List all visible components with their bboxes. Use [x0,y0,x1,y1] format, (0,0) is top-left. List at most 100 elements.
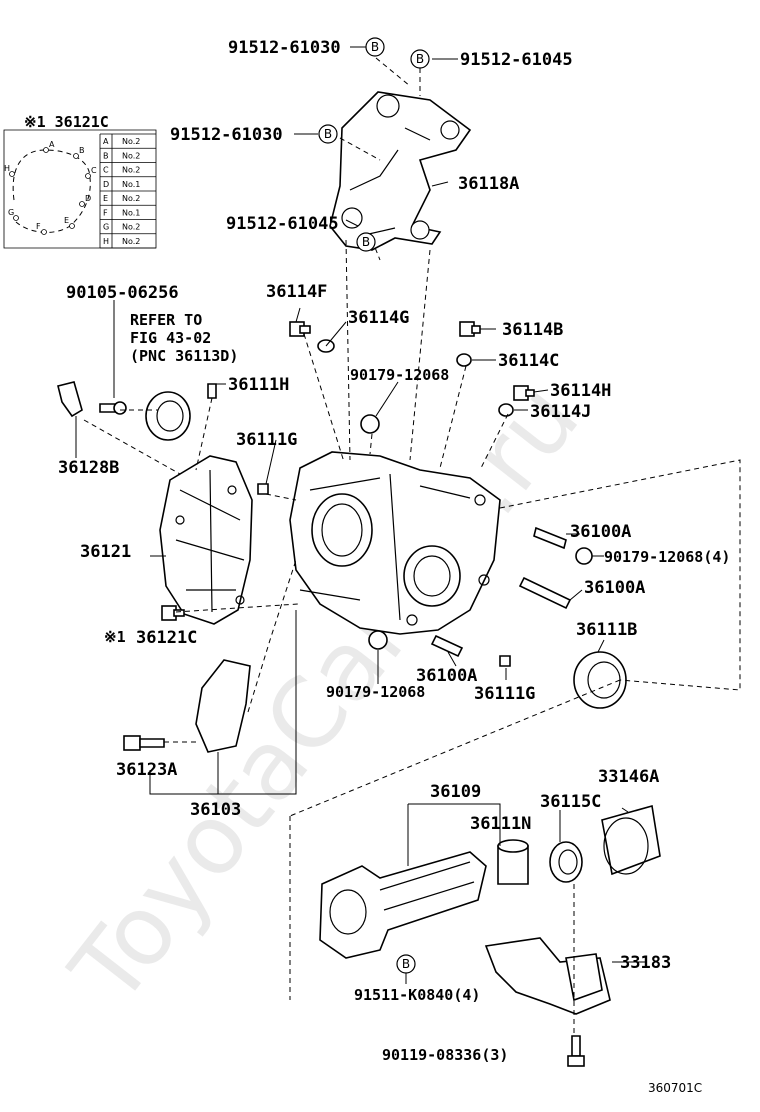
inset-table-value: No.2 [122,166,140,175]
inset-table-value: No.2 [122,137,140,146]
label-36121C: 36121C [136,628,197,648]
label-91512-61045-top: 91512-61045 [460,50,573,70]
label-36115C: 36115C [540,792,601,812]
label-91512-61030-top: 91512-61030 [228,38,341,58]
inset-table-key: F [103,208,108,217]
stud-36100A-2 [518,576,572,610]
label-refer-line3: (PNC 36113D) [130,347,238,365]
label-36111G-top: 36111G [236,430,297,450]
inset-bolt-point [73,153,79,159]
label-90119-08336: 90119-08336(3) [382,1046,508,1064]
transfer-case [289,451,501,635]
bolt-36123A [123,735,165,751]
inset-point-label: H [4,164,10,173]
gasket-36114J [498,403,514,417]
label-36114H: 36114H [550,381,611,401]
bracket-36118A [329,91,472,251]
label-36100A-3: 36100A [416,666,477,686]
inset-bolt-point [41,229,47,235]
pin-36111G-top [257,483,269,495]
inset-point-label: F [36,222,41,231]
stud-36100A-1 [533,526,567,550]
label-36100A-1: 36100A [570,522,631,542]
oil-seal-refer [145,391,191,441]
bolt-36121C [161,605,185,621]
svg-text:B: B [324,127,332,141]
label-36123A: 36123A [116,760,177,780]
dust-boot-33146A [601,804,661,876]
inset-table-key: A [103,137,109,146]
oil-seal-36111B [573,651,627,709]
inset-table-value: No.2 [122,223,140,232]
inset-point-label: C [91,166,97,175]
label-36103: 36103 [190,800,241,820]
label-36121: 36121 [80,542,131,562]
cover-36121 [159,455,253,625]
label-36118A: 36118A [458,174,519,194]
part-labels: 91512-61030 91512-61045 91512-61030 3611… [58,38,730,1095]
inset-bolt-point [43,147,49,153]
pin-36111G-bot [499,655,511,667]
svg-text:B: B [371,40,379,54]
plate-36128B [57,381,83,418]
inset-table-key: D [103,180,109,189]
label-36111G-bot: 36111G [474,684,535,704]
label-36114J: 36114J [530,402,591,422]
label-91512-61045-bot: 91512-61045 [226,214,339,234]
svg-text:B: B [362,235,370,249]
inset-bolt-point [69,223,75,229]
inset-table-key: H [103,237,109,246]
inset-bolt-point [85,173,91,179]
gasket-36114C [456,353,472,367]
label-33146A: 33146A [598,767,659,787]
pin-36111H [207,383,217,399]
label-91512-61030-mid: 91512-61030 [170,125,283,145]
label-refer-line2: FIG 43-02 [130,329,211,347]
extension-housing-36109 [319,851,487,959]
inset-table-key: E [103,194,108,203]
label-36128B: 36128B [58,458,119,478]
label-90105-06256: 90105-06256 [66,283,179,303]
label-36114B: 36114B [502,320,563,340]
svg-text:B: B [416,52,424,66]
nut-90179-12068-top [360,414,380,434]
plug-36114B [459,321,481,337]
leader-lines [75,46,741,1034]
inset-point-label: E [64,216,69,225]
label-90179-12068-bot: 90179-12068 [326,683,425,701]
inset-table-key: B [103,151,109,160]
inset-table-key: G [103,223,109,232]
inset-table-key: C [103,166,109,175]
label-91511-K0840: 91511-K0840(4) [354,986,480,1004]
bracket-36103 [195,659,251,753]
label-36114C: 36114C [498,351,559,371]
nut-90179-12068-4 [575,547,593,565]
inset-table-value: No.2 [122,151,140,160]
svg-text:B: B [402,957,410,971]
b-markers: B B B B B [318,37,430,974]
label-33183: 33183 [620,953,671,973]
label-36114G: 36114G [348,308,409,328]
inset-point-label: A [49,140,55,149]
inset-point-label: D [85,194,91,203]
plug-36114H [513,385,535,401]
inset-table-value: No.1 [122,180,140,189]
label-refer-line1: REFER TO [130,311,202,329]
label-36121C-mark: ※1 [104,628,126,646]
label-36114F: 36114F [266,282,327,302]
nut-90179-12068-bot [368,630,388,650]
inset-bolt-point [13,215,19,221]
label-36111H: 36111H [228,375,289,395]
bolt-90119-08336 [567,1035,585,1067]
inset-title: ※1 36121C [24,113,109,131]
plug-36114F [289,321,311,337]
label-36100A-2: 36100A [584,578,645,598]
label-36109: 36109 [430,782,481,802]
inset-table-value: No.2 [122,194,140,203]
inset-point-label: B [79,146,85,155]
